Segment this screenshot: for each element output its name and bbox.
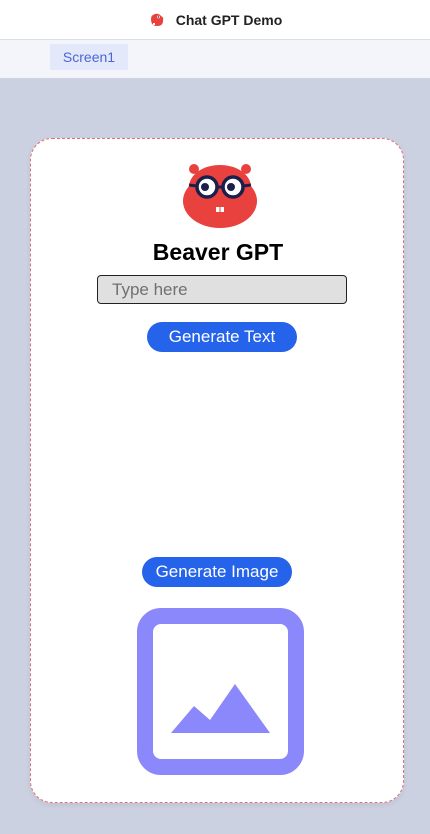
title-bar: Chat GPT Demo — [0, 0, 430, 40]
app-title: Chat GPT Demo — [175, 11, 283, 28]
page-title: Beaver GPT — [152, 239, 284, 265]
phone-screen: Beaver GPT Generate Text Generate Image — [30, 138, 404, 803]
tab-screen1[interactable]: Screen1 — [50, 44, 128, 70]
beaver-logo-icon — [150, 13, 163, 26]
prompt-input[interactable] — [97, 275, 347, 304]
design-canvas: Beaver GPT Generate Text Generate Image — [0, 78, 430, 834]
image-placeholder-icon — [137, 608, 304, 775]
beaver-mascot-icon — [183, 164, 257, 228]
generate-image-button[interactable]: Generate Image — [142, 557, 292, 587]
tab-bar: Screen1 — [0, 40, 430, 78]
generate-text-button[interactable]: Generate Text — [147, 322, 297, 352]
